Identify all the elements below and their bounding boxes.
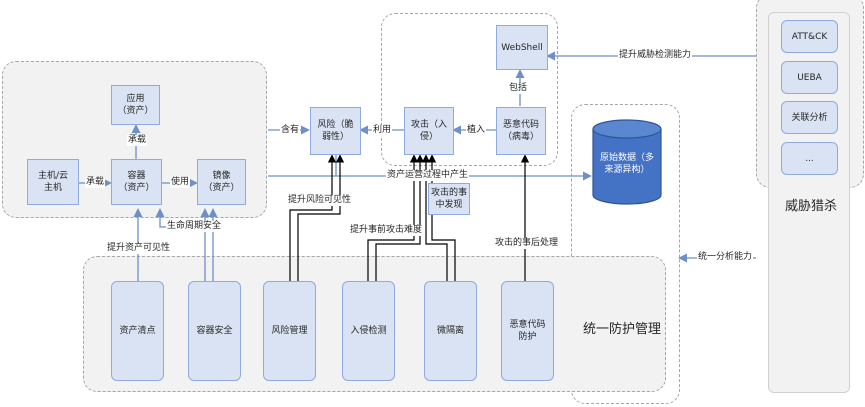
label-implant: 植入: [466, 125, 487, 136]
node-more[interactable]: ...: [781, 142, 838, 175]
label-improve-asset-visibility: 提升资产可见性: [106, 243, 172, 254]
label-improve-risk-visibility: 提升风险可见性: [287, 195, 353, 206]
node-risk[interactable]: 风险（脆 弱性）: [310, 107, 361, 155]
label-asset-ops: 资产运营过程中产生: [386, 170, 470, 181]
label-threat-hunting: 威胁猎杀: [785, 199, 838, 214]
edge-micro-attack-1: [421, 154, 448, 281]
attack-region: [381, 13, 558, 166]
node-micro-isolation[interactable]: 微隔离: [424, 281, 477, 381]
edge-intrusion-attack-2: [375, 154, 425, 281]
label-post-attack: 攻击的事后处理: [494, 238, 560, 249]
node-webshell[interactable]: WebShell: [496, 25, 548, 70]
node-app[interactable]: 应用 （资产）: [111, 85, 160, 125]
label-contains: 含有: [280, 125, 301, 136]
label-exploit: 利用: [372, 125, 393, 136]
node-container-security[interactable]: 容器安全: [188, 281, 241, 381]
node-malware-protection[interactable]: 恶意代码 防护: [501, 281, 554, 381]
label-lifecycle: 生命周期安全: [166, 221, 223, 232]
node-asset-inventory[interactable]: 资产清点: [111, 281, 164, 381]
node-raw-data: 原始数据（多 来源异构）: [599, 153, 654, 175]
node-malware[interactable]: 恶意代码 （病毒）: [496, 107, 546, 155]
node-ueba[interactable]: UEBA: [781, 61, 838, 94]
node-attack[interactable]: 攻击（入 侵）: [404, 107, 454, 155]
node-host[interactable]: 主机/云 主机: [27, 159, 79, 205]
label-bear: 承载: [127, 135, 148, 146]
edge-intrusion-attack-1: [367, 154, 419, 281]
node-container[interactable]: 容器 （资产）: [111, 159, 162, 205]
node-attck[interactable]: ATT&CK: [781, 20, 838, 53]
label-unified-protection: 统一防护管理: [583, 322, 662, 337]
node-image[interactable]: 镜像 （资产）: [197, 159, 246, 205]
edge-riskmgmt-risk-1: [289, 154, 337, 281]
node-risk-management[interactable]: 风险管理: [263, 281, 316, 381]
node-intrusion-detection[interactable]: 入侵检测: [342, 281, 395, 381]
label-includes: 包括: [508, 83, 529, 94]
label-carry: 承载: [85, 177, 106, 188]
node-raw-data-cylinder[interactable]: [591, 119, 663, 205]
label-improve-attack-difficulty: 提升事前攻击难度: [349, 225, 424, 236]
node-attack-discovery[interactable]: 攻击的事 中发现: [428, 183, 470, 215]
label-use: 使用: [170, 177, 191, 188]
label-improve-detection: 提升威胁检测能力: [618, 50, 693, 61]
node-correlation[interactable]: 关联分析: [781, 101, 838, 134]
edge-riskmgmt-risk-2: [297, 154, 345, 281]
label-unified-analysis: 统一分析能力: [697, 252, 754, 263]
